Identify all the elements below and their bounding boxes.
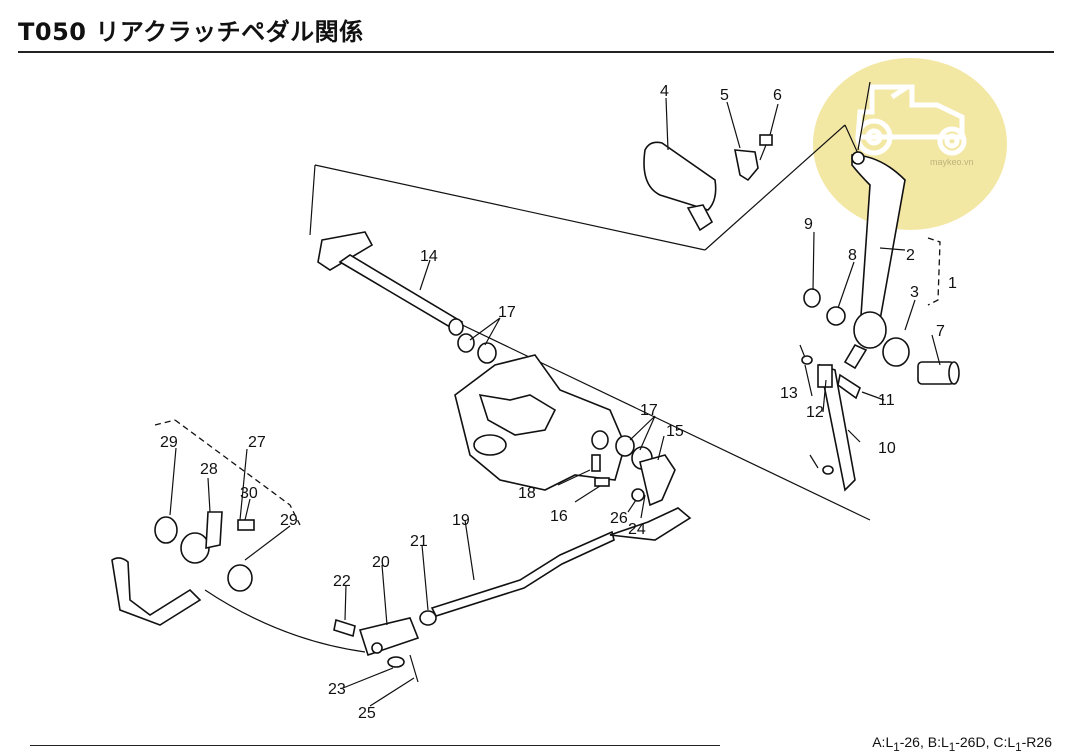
variant-c: C:L1-R26 [993,734,1052,754]
watermark-logo: maykeo.vn [813,58,1007,230]
pedal-assembly-27 [111,511,255,626]
footer-divider [30,745,720,746]
pedal-clip [734,149,759,182]
pedal-pad [643,141,717,232]
bolt-22 [333,618,356,638]
label-30: 30 [240,485,258,502]
bushing-17a [457,333,475,353]
label-22: 22 [333,573,351,590]
label-2: 2 [906,247,915,264]
grease-nipple-30 [237,519,255,531]
assembly-bracket-27 [154,419,301,526]
label-13: 13 [780,385,798,402]
pedal-arm [851,154,906,333]
snap-ring-9 [803,288,821,308]
watermark-circle [813,58,1007,230]
label-29a: 29 [160,434,178,451]
link-spring [204,589,366,653]
clutch-rod-10 [817,363,856,492]
label-26: 26 [610,510,628,527]
label-10: 10 [878,440,896,457]
label-17a: 17 [498,304,516,321]
cross-shaft-14 [317,231,464,336]
assembly-bracket-1 [927,237,941,306]
label-1: 1 [948,275,957,292]
title-divider [18,51,1054,53]
grease-nipple-18 [591,454,601,472]
label-3: 3 [910,284,919,301]
label-7: 7 [936,323,945,340]
bushing-17c [615,435,635,457]
part-number-labels: 4 5 6 2 1 3 8 9 7 13 11 12 10 14 17 17 1… [160,83,957,722]
label-20: 20 [372,554,390,571]
label-21: 21 [410,533,428,550]
lever-15 [639,454,676,507]
transmission-housing [454,354,626,491]
clevis-20 [358,617,420,657]
label-14: 14 [420,248,438,265]
label-27: 27 [248,434,266,451]
washer-24 [631,488,645,502]
label-28: 28 [200,461,218,478]
label-11: 11 [878,392,895,409]
label-5: 5 [720,87,729,104]
label-17b: 17 [640,402,658,419]
bushing-29a [154,516,178,544]
label-4: 4 [660,83,669,100]
pin-11 [837,373,861,400]
label-29b: 29 [280,512,298,529]
washer-23 [387,656,405,668]
label-15: 15 [666,423,684,440]
label-25: 25 [358,705,376,722]
bushing-17b [477,342,497,364]
variant-a: A:L1-26, [872,734,924,754]
plate-28 [205,511,223,550]
pin-16 [594,477,610,487]
tractor-icon [855,84,967,156]
label-18: 18 [518,485,536,502]
label-6: 6 [773,87,782,104]
assembly-boundary [309,124,871,521]
page-title: T050 リアクラッチペダル関係 [18,18,364,46]
label-23: 23 [328,681,346,698]
pedal-boss [853,311,887,349]
bushing-29b [227,564,253,592]
shaft-fitting-7 [917,361,960,385]
cotter-25 [409,654,419,683]
bolt-6 [759,134,773,161]
label-16: 16 [550,508,568,525]
bushing-3 [882,337,910,367]
model-variants: A:L1-26, B:L1-26D, C:L1-R26 [872,734,1052,754]
label-19: 19 [452,512,470,529]
clutch-rod-19 [430,507,692,617]
label-24: 24 [628,521,646,538]
nut-21 [419,610,437,626]
variant-b: B:L1-26D, [927,734,990,754]
watermark-text: maykeo.vn [930,157,974,167]
washer-8 [826,306,846,326]
leader-lines [169,81,941,707]
label-9: 9 [804,216,813,233]
label-12: 12 [806,404,824,421]
label-8: 8 [848,247,857,264]
